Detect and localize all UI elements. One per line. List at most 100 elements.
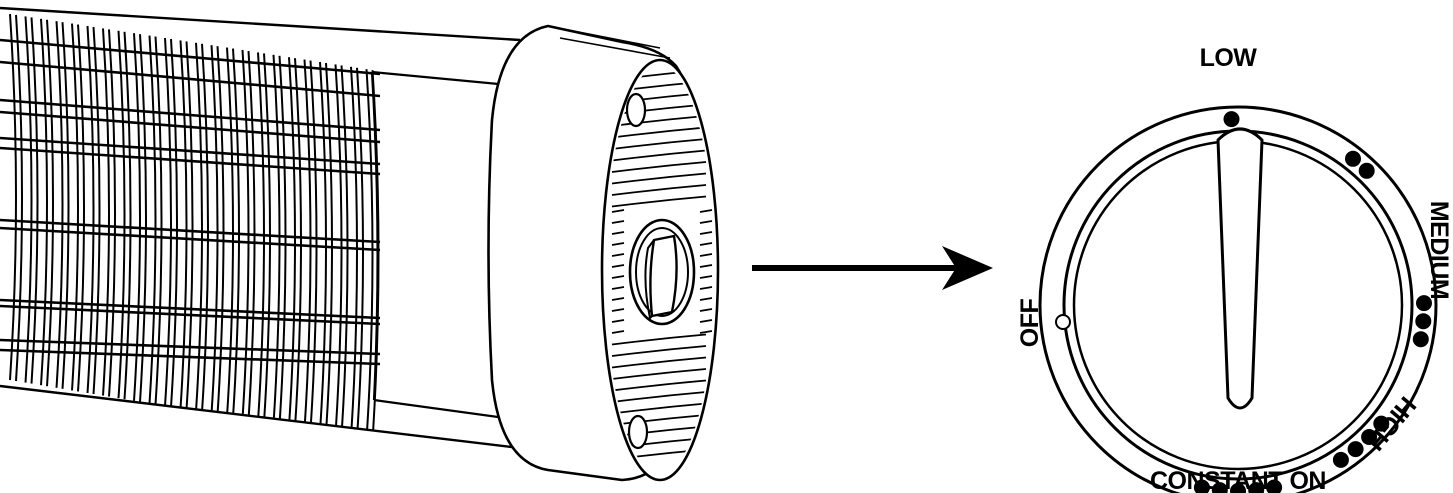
vent-slot <box>611 297 625 301</box>
vent-slot <box>699 286 713 290</box>
vent-slot <box>611 308 625 312</box>
grille-rail <box>0 338 381 356</box>
grille-bar-edge <box>123 31 132 400</box>
heater-body <box>0 6 521 450</box>
grille-bar <box>55 21 64 388</box>
vent-slot <box>699 319 713 323</box>
vent-slot <box>611 138 707 150</box>
grille-rail <box>0 136 381 166</box>
grille-bar <box>40 18 48 386</box>
vent-slot <box>611 264 625 268</box>
grille-bar <box>257 52 265 422</box>
grille-bar-edge <box>356 67 364 439</box>
vent-slot <box>611 391 707 403</box>
grille-bar-edge <box>185 41 194 410</box>
grille-bar <box>164 37 172 407</box>
level-dot <box>1345 150 1361 167</box>
vent-slot <box>699 308 713 312</box>
level-dot <box>1211 482 1228 493</box>
level-dot <box>1347 441 1364 458</box>
grille-bar-edge <box>201 43 209 413</box>
heating-grille <box>0 13 381 441</box>
level-dot <box>1230 483 1246 493</box>
vent-slot <box>611 319 625 323</box>
grille-bar <box>272 54 281 425</box>
grille-bar <box>288 57 296 427</box>
level-dot <box>1361 429 1378 445</box>
vent-slot <box>611 184 707 196</box>
grille-bar-edge <box>108 29 116 397</box>
vent-slot <box>699 330 713 334</box>
vent-slot <box>611 286 625 290</box>
vent-slot <box>611 333 707 346</box>
vent-slot <box>699 275 713 279</box>
control-knob-small[interactable] <box>628 218 696 326</box>
vent-slot <box>611 379 707 392</box>
grille-bar-edge <box>46 19 54 387</box>
vent-slot <box>699 209 713 213</box>
grille-bar-edge <box>340 65 349 436</box>
dial-dots-level-2 <box>1345 150 1375 179</box>
vent-slot <box>699 253 713 257</box>
vent-slot <box>699 242 713 246</box>
grille-bar <box>195 42 203 412</box>
level-dot <box>1223 111 1240 128</box>
grille-bar <box>24 16 33 383</box>
grille-bar-edge <box>139 34 147 402</box>
grille-rail <box>0 348 381 366</box>
heater-illustration <box>0 6 720 482</box>
grille-bar-edge <box>170 38 178 408</box>
grille-bar <box>117 30 126 399</box>
label-off: OFF <box>1016 299 1044 348</box>
grille-rail <box>0 110 381 144</box>
grille-bar <box>179 40 188 409</box>
dial-off-marker <box>1055 314 1071 330</box>
grille-rail <box>0 298 381 320</box>
grille-rail <box>0 226 381 252</box>
vent-slot <box>611 172 707 185</box>
grille-bar <box>86 25 95 394</box>
vent-slot <box>611 161 707 173</box>
level-dot <box>1358 162 1375 179</box>
vent-slot <box>611 209 625 213</box>
vent-slot <box>611 195 707 208</box>
grille-bar-edge <box>216 46 225 415</box>
mounting-hole-top <box>625 92 647 128</box>
control-dial: LOW CONSTANT ON OFF MEDIUM HIGH <box>1016 44 1453 493</box>
grille-rail <box>0 218 381 244</box>
dial-dots-low <box>1223 111 1240 128</box>
vent-slot <box>611 356 707 369</box>
vent-slot <box>699 297 713 301</box>
grille-bar <box>71 23 79 391</box>
vent-slot <box>611 330 625 334</box>
grille-bar <box>9 13 17 381</box>
reflector-plate <box>370 70 521 422</box>
grille-bar-edge <box>309 60 318 431</box>
grille-bar <box>102 28 110 396</box>
grille-bar <box>303 59 312 430</box>
grille-rail <box>0 38 381 76</box>
right-arrow-icon <box>752 246 993 290</box>
vent-slot <box>699 231 713 235</box>
mounting-hole-bottom <box>627 414 649 450</box>
grille-bar-edge <box>294 58 302 428</box>
dial-dots-medium <box>1412 295 1432 348</box>
level-dot <box>1415 313 1432 330</box>
dial-dots-constant-on <box>1193 479 1283 493</box>
grille-rail <box>0 98 381 132</box>
grille-bar <box>133 33 141 401</box>
dial-dots-high <box>1332 415 1390 468</box>
vent-slot <box>611 242 625 246</box>
level-dot <box>1266 479 1283 493</box>
grille-bar-edge <box>232 48 240 418</box>
dial-pointer-handle[interactable] <box>1216 127 1264 410</box>
grille-bar <box>226 47 234 417</box>
grille-bar <box>365 69 374 440</box>
vent-slot <box>611 402 707 415</box>
grille-bar-edge <box>263 53 271 423</box>
level-dot <box>1193 479 1210 493</box>
vent-slot <box>699 264 713 268</box>
level-dot <box>1248 482 1265 493</box>
grille-rail <box>0 146 381 176</box>
